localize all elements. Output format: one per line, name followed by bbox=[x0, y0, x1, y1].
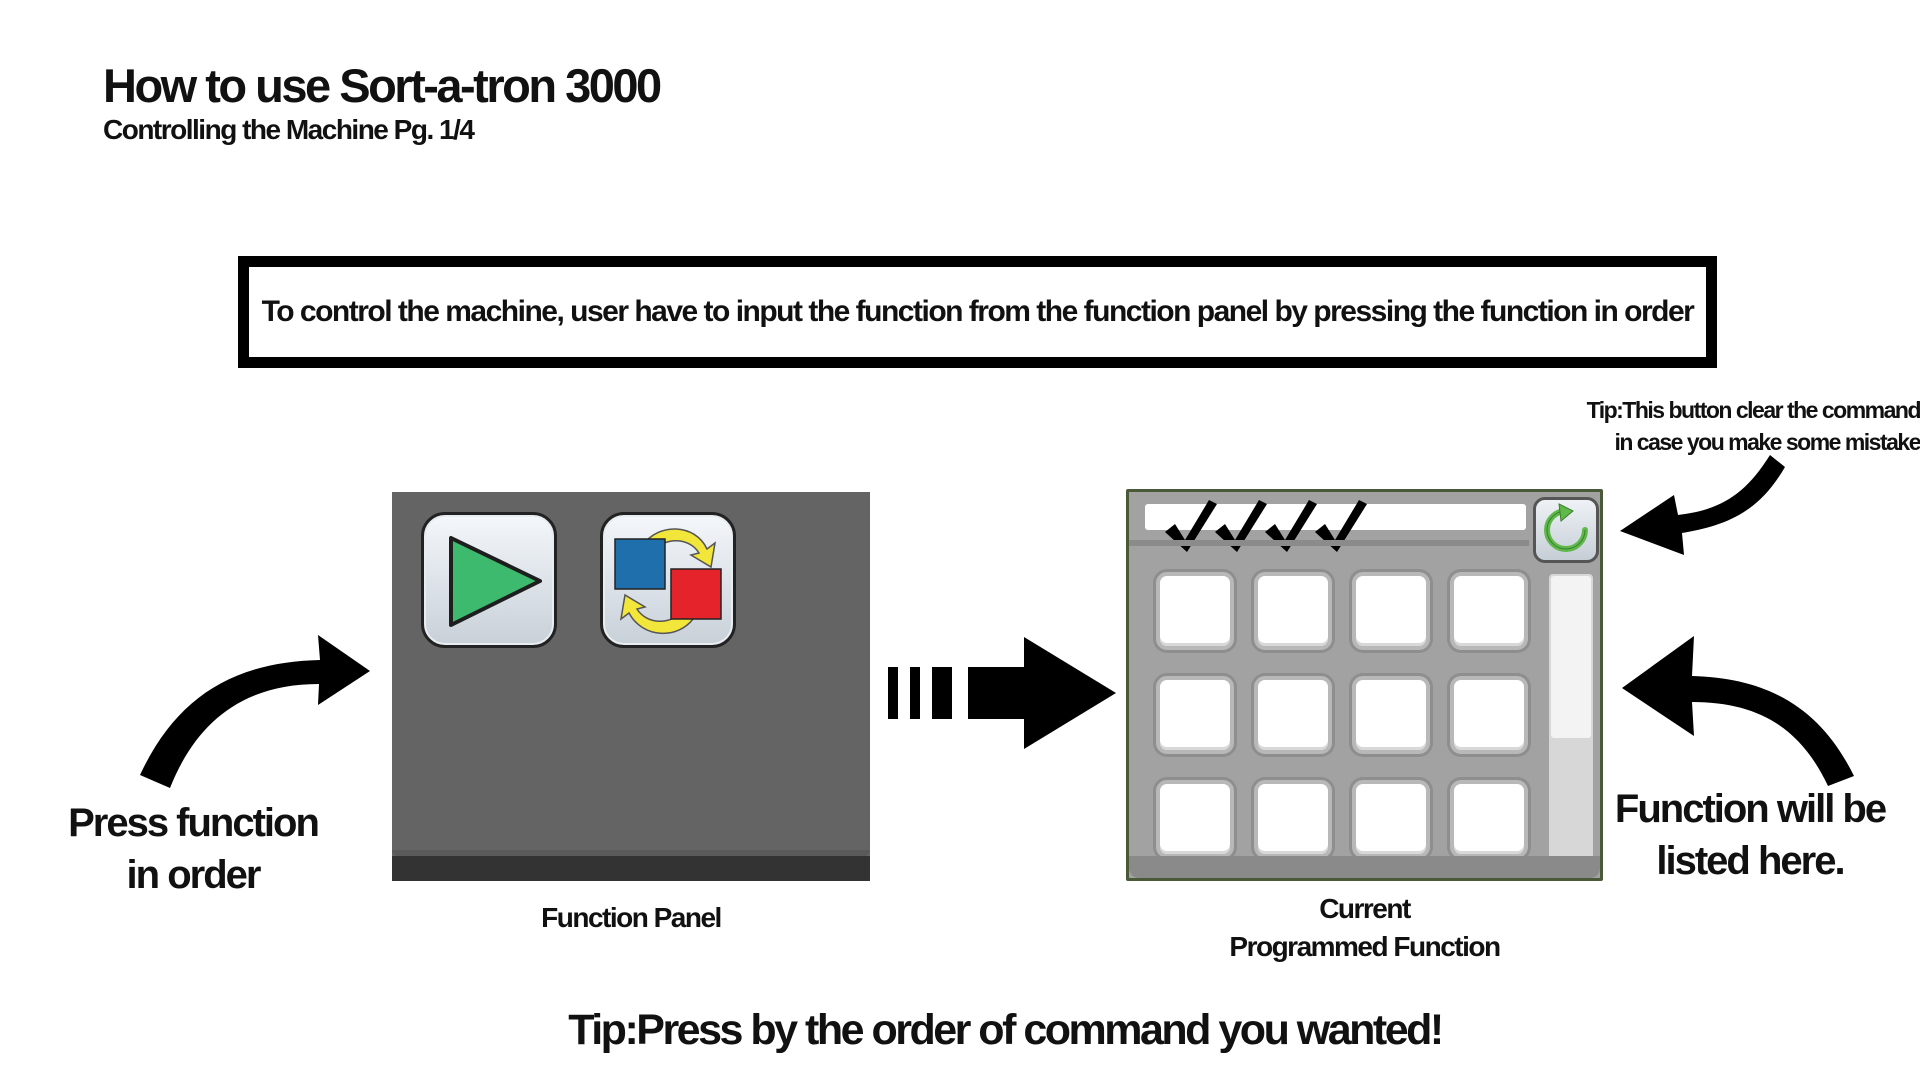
play-icon bbox=[449, 536, 542, 627]
bottom-tip: Tip:Press by the order of command you wa… bbox=[568, 1006, 1444, 1054]
programmed-caption-line2: Programmed Function bbox=[1229, 931, 1501, 962]
swap-function-button[interactable] bbox=[600, 512, 736, 648]
command-slot[interactable] bbox=[1352, 572, 1430, 650]
scroll-thumb[interactable] bbox=[1551, 576, 1591, 738]
clear-button-tip: Tip:This button clear the command in cas… bbox=[1480, 394, 1920, 458]
page-subtitle: Controlling the Machine Pg. 1/4 bbox=[103, 114, 475, 145]
press-function-label: Press function in order bbox=[58, 797, 328, 901]
curved-arrow-right-icon bbox=[140, 635, 370, 788]
clear-command-button[interactable] bbox=[1533, 497, 1599, 563]
function-listed-label: Function will be listed here. bbox=[1600, 783, 1900, 887]
clear-tip-line2: in case you make some mistake bbox=[1614, 429, 1920, 455]
command-slot[interactable] bbox=[1254, 676, 1332, 754]
programmed-function-panel bbox=[1126, 489, 1603, 881]
command-slot[interactable] bbox=[1156, 780, 1234, 858]
programmed-panel-caption: Current Programmed Function bbox=[1126, 890, 1603, 966]
command-slot[interactable] bbox=[1254, 572, 1332, 650]
programmed-slot-grid bbox=[1152, 564, 1532, 867]
function-listed-line2: listed here. bbox=[1656, 839, 1845, 883]
function-panel bbox=[392, 492, 870, 881]
curved-arrow-left-icon bbox=[1620, 455, 1785, 555]
curved-arrow-left-icon bbox=[1622, 636, 1854, 786]
page-title: How to use Sort-a-tron 3000 bbox=[103, 59, 662, 112]
press-function-line2: in order bbox=[126, 853, 262, 897]
play-function-button[interactable] bbox=[421, 512, 557, 648]
command-slot[interactable] bbox=[1156, 572, 1234, 650]
command-slot[interactable] bbox=[1450, 676, 1528, 754]
command-slot[interactable] bbox=[1156, 676, 1234, 754]
command-slot[interactable] bbox=[1352, 780, 1430, 858]
programmed-scrollbar[interactable] bbox=[1549, 574, 1593, 868]
function-listed-line1: Function will be bbox=[1614, 787, 1887, 831]
command-slot[interactable] bbox=[1450, 780, 1528, 858]
clear-tip-line1: Tip:This button clear the command bbox=[1586, 397, 1920, 423]
dashed-arrow-right-icon bbox=[888, 637, 1116, 749]
programmed-caption-line1: Current bbox=[1319, 893, 1411, 924]
swap-colors-icon bbox=[614, 528, 722, 634]
instruction-box: To control the machine, user have to inp… bbox=[238, 256, 1717, 368]
checkmarks-icon bbox=[1165, 500, 1367, 552]
command-slot[interactable] bbox=[1450, 572, 1528, 650]
press-function-line1: Press function bbox=[68, 801, 320, 845]
function-panel-caption: Function Panel bbox=[541, 902, 722, 933]
command-slot[interactable] bbox=[1352, 676, 1430, 754]
instruction-text: To control the machine, user have to inp… bbox=[261, 295, 1695, 328]
command-slot[interactable] bbox=[1254, 780, 1332, 858]
refresh-icon bbox=[1544, 503, 1588, 552]
